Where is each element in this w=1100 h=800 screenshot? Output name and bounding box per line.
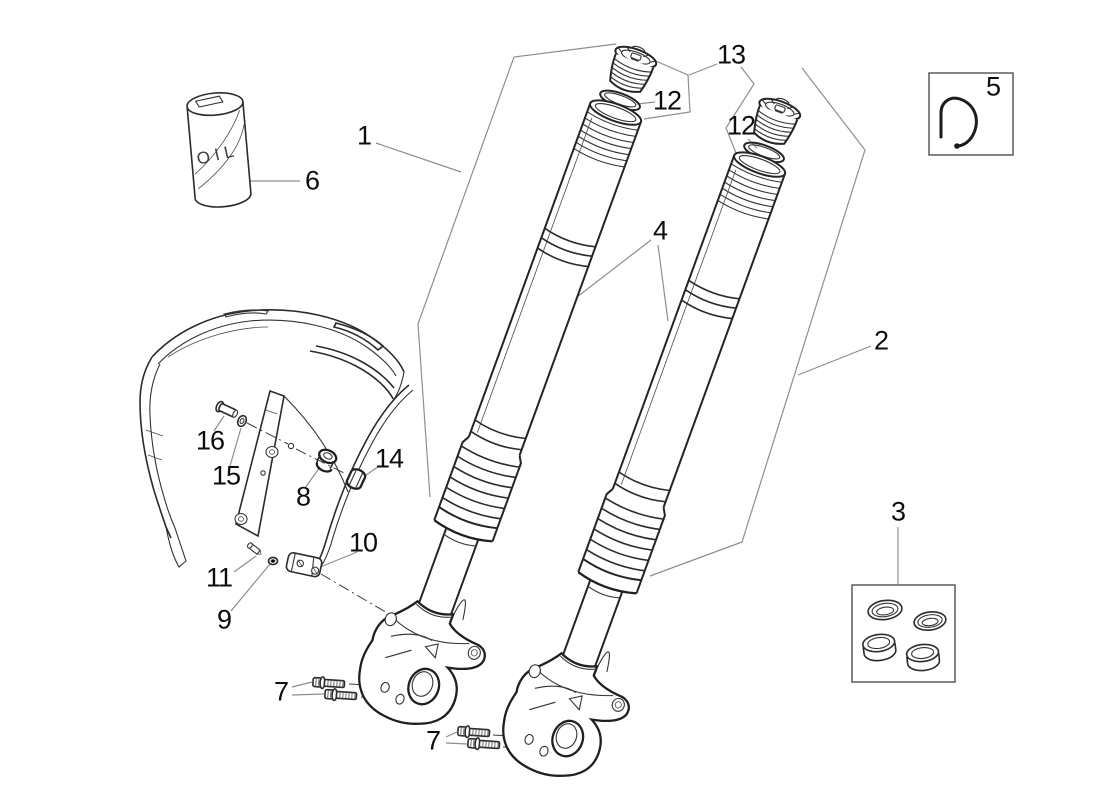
front-fender xyxy=(139,309,405,568)
seal-ring-icon xyxy=(867,599,903,621)
oil-bottle-icon: OIL xyxy=(186,92,252,208)
callout-14-nut: 14 xyxy=(374,443,404,474)
callout-11-clamp-screw: 11 xyxy=(205,562,233,593)
hose-clamp-icon xyxy=(285,552,323,578)
callout-12-o-ring-right-cap: 12 xyxy=(726,110,756,141)
callout-13-fork-caps: 13 xyxy=(716,39,746,70)
callout-4-fork-tubes: 4 xyxy=(652,215,668,246)
callout-2-right-fork-leg-assembly: 2 xyxy=(873,325,889,356)
washer-9-icon xyxy=(267,556,279,566)
callout-9-washer: 9 xyxy=(216,604,232,635)
callout-3-seal-kit: 3 xyxy=(890,496,906,527)
callout-7-axle-clamp-bolts-right: 7 xyxy=(425,725,441,756)
washer-15-icon xyxy=(236,414,248,428)
seal-ring-icon xyxy=(913,611,947,631)
callout-7-axle-clamp-bolts-left: 7 xyxy=(273,676,289,707)
seal-kit-box xyxy=(851,584,956,683)
nut-icon xyxy=(345,468,367,490)
callout-5-snap-ring: 5 xyxy=(985,71,1001,102)
callout-1-left-fork-leg-assembly: 1 xyxy=(356,120,372,151)
shoulder-screw-icon xyxy=(215,400,239,418)
snap-ring-box xyxy=(928,72,1014,156)
callout-6-fork-oil: 6 xyxy=(304,165,320,196)
clamp-screw-icon xyxy=(246,542,262,556)
seal-cup-icon xyxy=(862,633,897,662)
callout-8-spacer-grommet: 8 xyxy=(295,481,311,512)
callout-15-washer: 15 xyxy=(211,460,241,491)
callout-12-o-ring-left-cap: 12 xyxy=(652,85,682,116)
callout-16-shoulder-screw: 16 xyxy=(195,425,225,456)
spacer-grommet-icon xyxy=(315,448,338,473)
seal-cup-icon xyxy=(905,643,941,672)
callout-10-hose-clamp: 10 xyxy=(348,527,378,558)
snap-ring-icon xyxy=(939,96,978,149)
